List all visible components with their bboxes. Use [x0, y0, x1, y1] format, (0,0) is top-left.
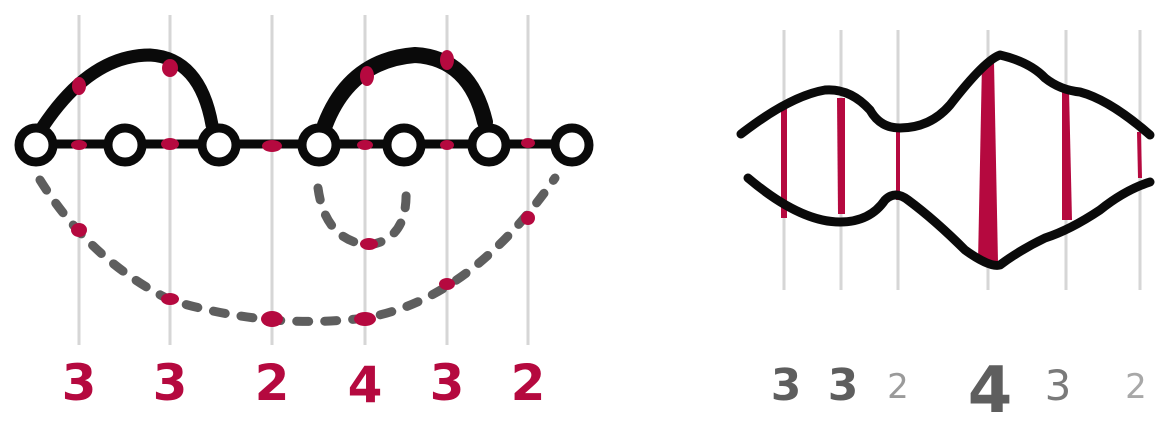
marker	[262, 140, 282, 152]
marker	[354, 312, 376, 326]
left-diagram: 3 3 2 4 3 2	[19, 15, 589, 414]
marker	[440, 50, 454, 70]
chain-node	[387, 128, 421, 162]
chain-node	[302, 128, 336, 162]
left-count-3: 2	[255, 354, 290, 412]
marker	[71, 140, 87, 150]
band-3	[896, 128, 900, 200]
inner-dashed-arc	[318, 188, 406, 245]
top-boundary	[741, 55, 1150, 135]
marker	[521, 138, 535, 148]
right-count-2: 3	[828, 360, 859, 411]
left-count-5: 3	[430, 354, 465, 412]
marker	[439, 278, 455, 290]
band-2	[837, 98, 845, 214]
right-count-1: 3	[771, 360, 802, 411]
left-count-1: 3	[62, 354, 97, 412]
left-count-2: 3	[153, 354, 188, 412]
chain-node	[202, 128, 236, 162]
boundary-curves	[741, 55, 1150, 265]
marker	[162, 59, 178, 77]
left-count-6: 2	[511, 354, 546, 412]
bottom-boundary	[748, 178, 1150, 265]
marker	[71, 223, 87, 237]
marker	[357, 140, 373, 150]
marker	[261, 311, 283, 327]
marker	[521, 211, 535, 225]
marker	[440, 140, 454, 150]
left-count-4: 4	[348, 356, 383, 414]
marker	[72, 77, 86, 95]
chain-node	[472, 128, 506, 162]
right-diagram: 3 3 2 4 3 2	[741, 30, 1150, 428]
chain-node	[108, 128, 142, 162]
marker	[360, 66, 374, 86]
dashed-arcs	[40, 178, 555, 321]
top-arc-2	[325, 55, 485, 125]
chain-nodes	[19, 128, 589, 162]
right-count-6: 2	[1125, 367, 1147, 407]
right-counts: 3 3 2 4 3 2	[771, 354, 1147, 428]
right-count-5: 3	[1045, 361, 1072, 410]
outer-dashed-arc	[40, 178, 555, 321]
top-arc-1	[42, 55, 212, 128]
marker	[161, 293, 179, 305]
right-count-4: 4	[968, 354, 1013, 428]
band-5	[1062, 90, 1072, 220]
top-arcs	[42, 55, 485, 128]
chain-node	[19, 128, 53, 162]
marker	[161, 138, 179, 150]
chain-node	[555, 128, 589, 162]
left-counts: 3 3 2 4 3 2	[62, 354, 546, 414]
marker	[360, 238, 378, 250]
band-4	[978, 62, 998, 262]
right-count-3: 2	[887, 367, 909, 407]
